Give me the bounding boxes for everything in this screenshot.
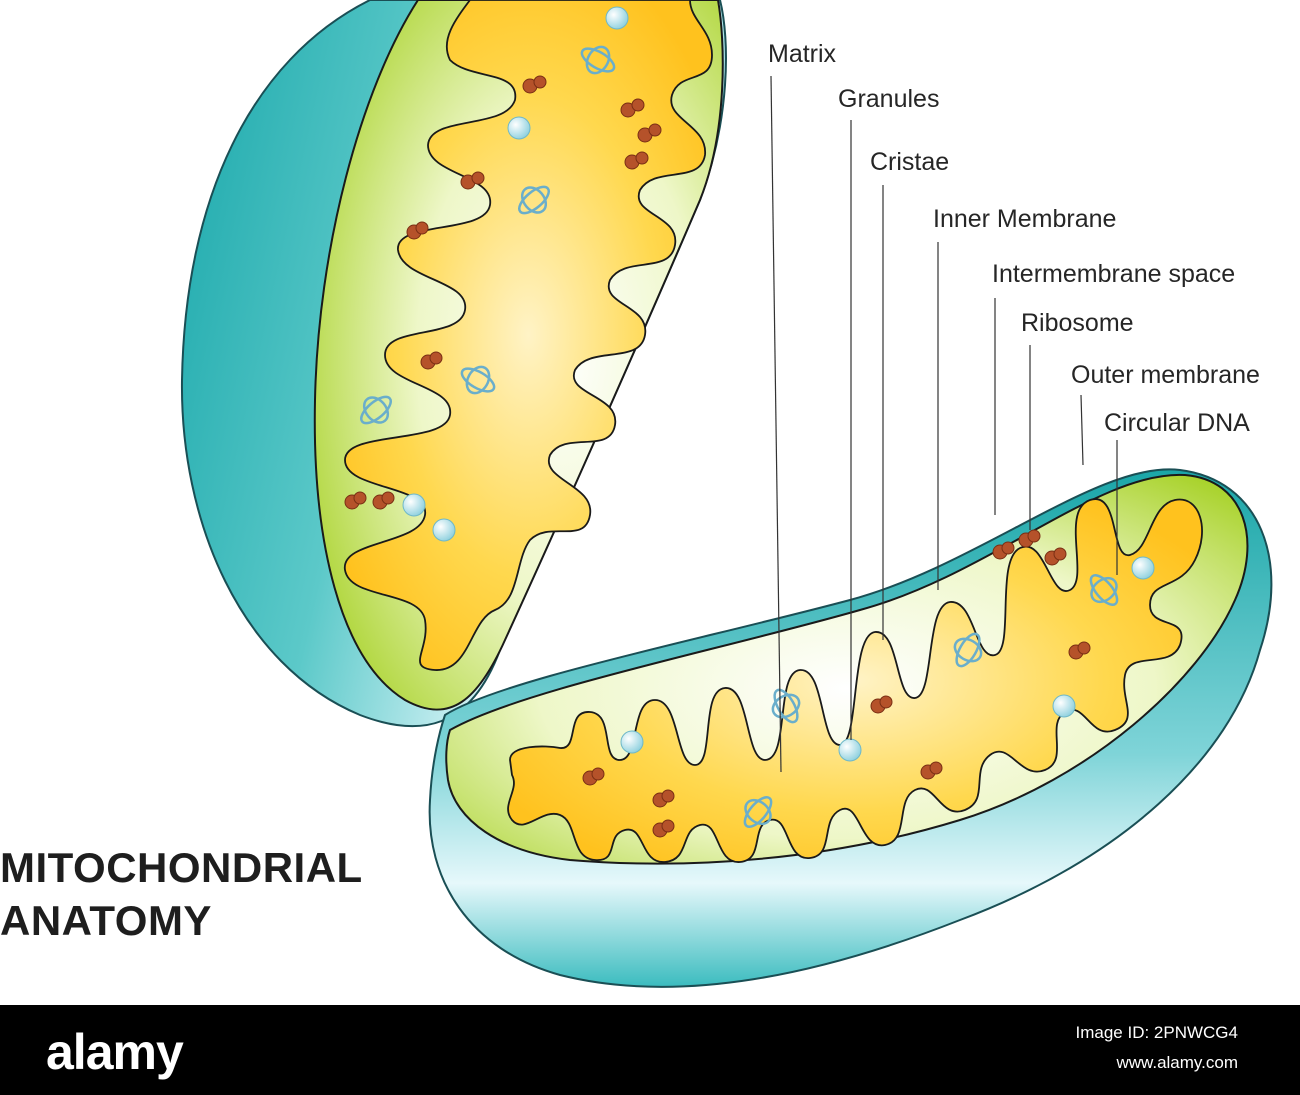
dna-loop [953,632,983,668]
dna-loop [771,688,801,724]
dna-loop [743,796,773,828]
granule [402,493,426,517]
ribosomes [344,75,1091,838]
leader-lines [770,75,1118,773]
granule [838,738,862,762]
leader-line-matrix [770,75,782,773]
diagram-title: MITOCHONDRIAL ANATOMY [0,842,363,947]
label-outer-membrane: Outer membrane [1071,361,1260,389]
granule [432,518,456,542]
label-ribosome: Ribosome [1021,309,1134,337]
granule [605,6,629,30]
stock-footer-bar: alamy Image ID: 2PNWCG4 www.alamy.com [0,1005,1300,1095]
label-granules: Granules [838,85,940,113]
lower-matrix-cristae [507,498,1203,863]
granule [507,116,531,140]
dna-loop [360,395,392,425]
label-cristae: Cristae [870,148,950,176]
alamy-logo: alamy [46,1024,184,1080]
label-circular-dna: Circular DNA [1104,409,1250,437]
leader-line-outer-membrane [1080,394,1084,466]
granule [620,730,644,754]
image-id: Image ID: 2PNWCG4 [1075,1023,1239,1042]
dna-loop [460,365,496,395]
dna-loop [518,185,550,215]
label-inner-membrane: Inner Membrane [933,205,1117,233]
diagram-stage: Matrix Granules Cristae Inner Membrane I… [0,0,1273,988]
dna-loop [1089,574,1119,606]
circular-dna [360,45,1119,828]
granule [1131,556,1155,580]
title-line-2: ANATOMY [0,896,212,944]
title-line-1: MITOCHONDRIAL [0,844,363,891]
mitochondria-illustration [180,0,1273,988]
granules [402,6,1155,762]
granule [1052,694,1076,718]
footer-url: www.alamy.com [1116,1053,1238,1072]
label-matrix: Matrix [768,40,837,68]
upper-matrix-cristae [344,0,713,671]
label-intermembrane-space: Intermembrane space [992,260,1236,288]
upper-mitochondrion [180,0,727,728]
dna-loop [580,45,616,75]
